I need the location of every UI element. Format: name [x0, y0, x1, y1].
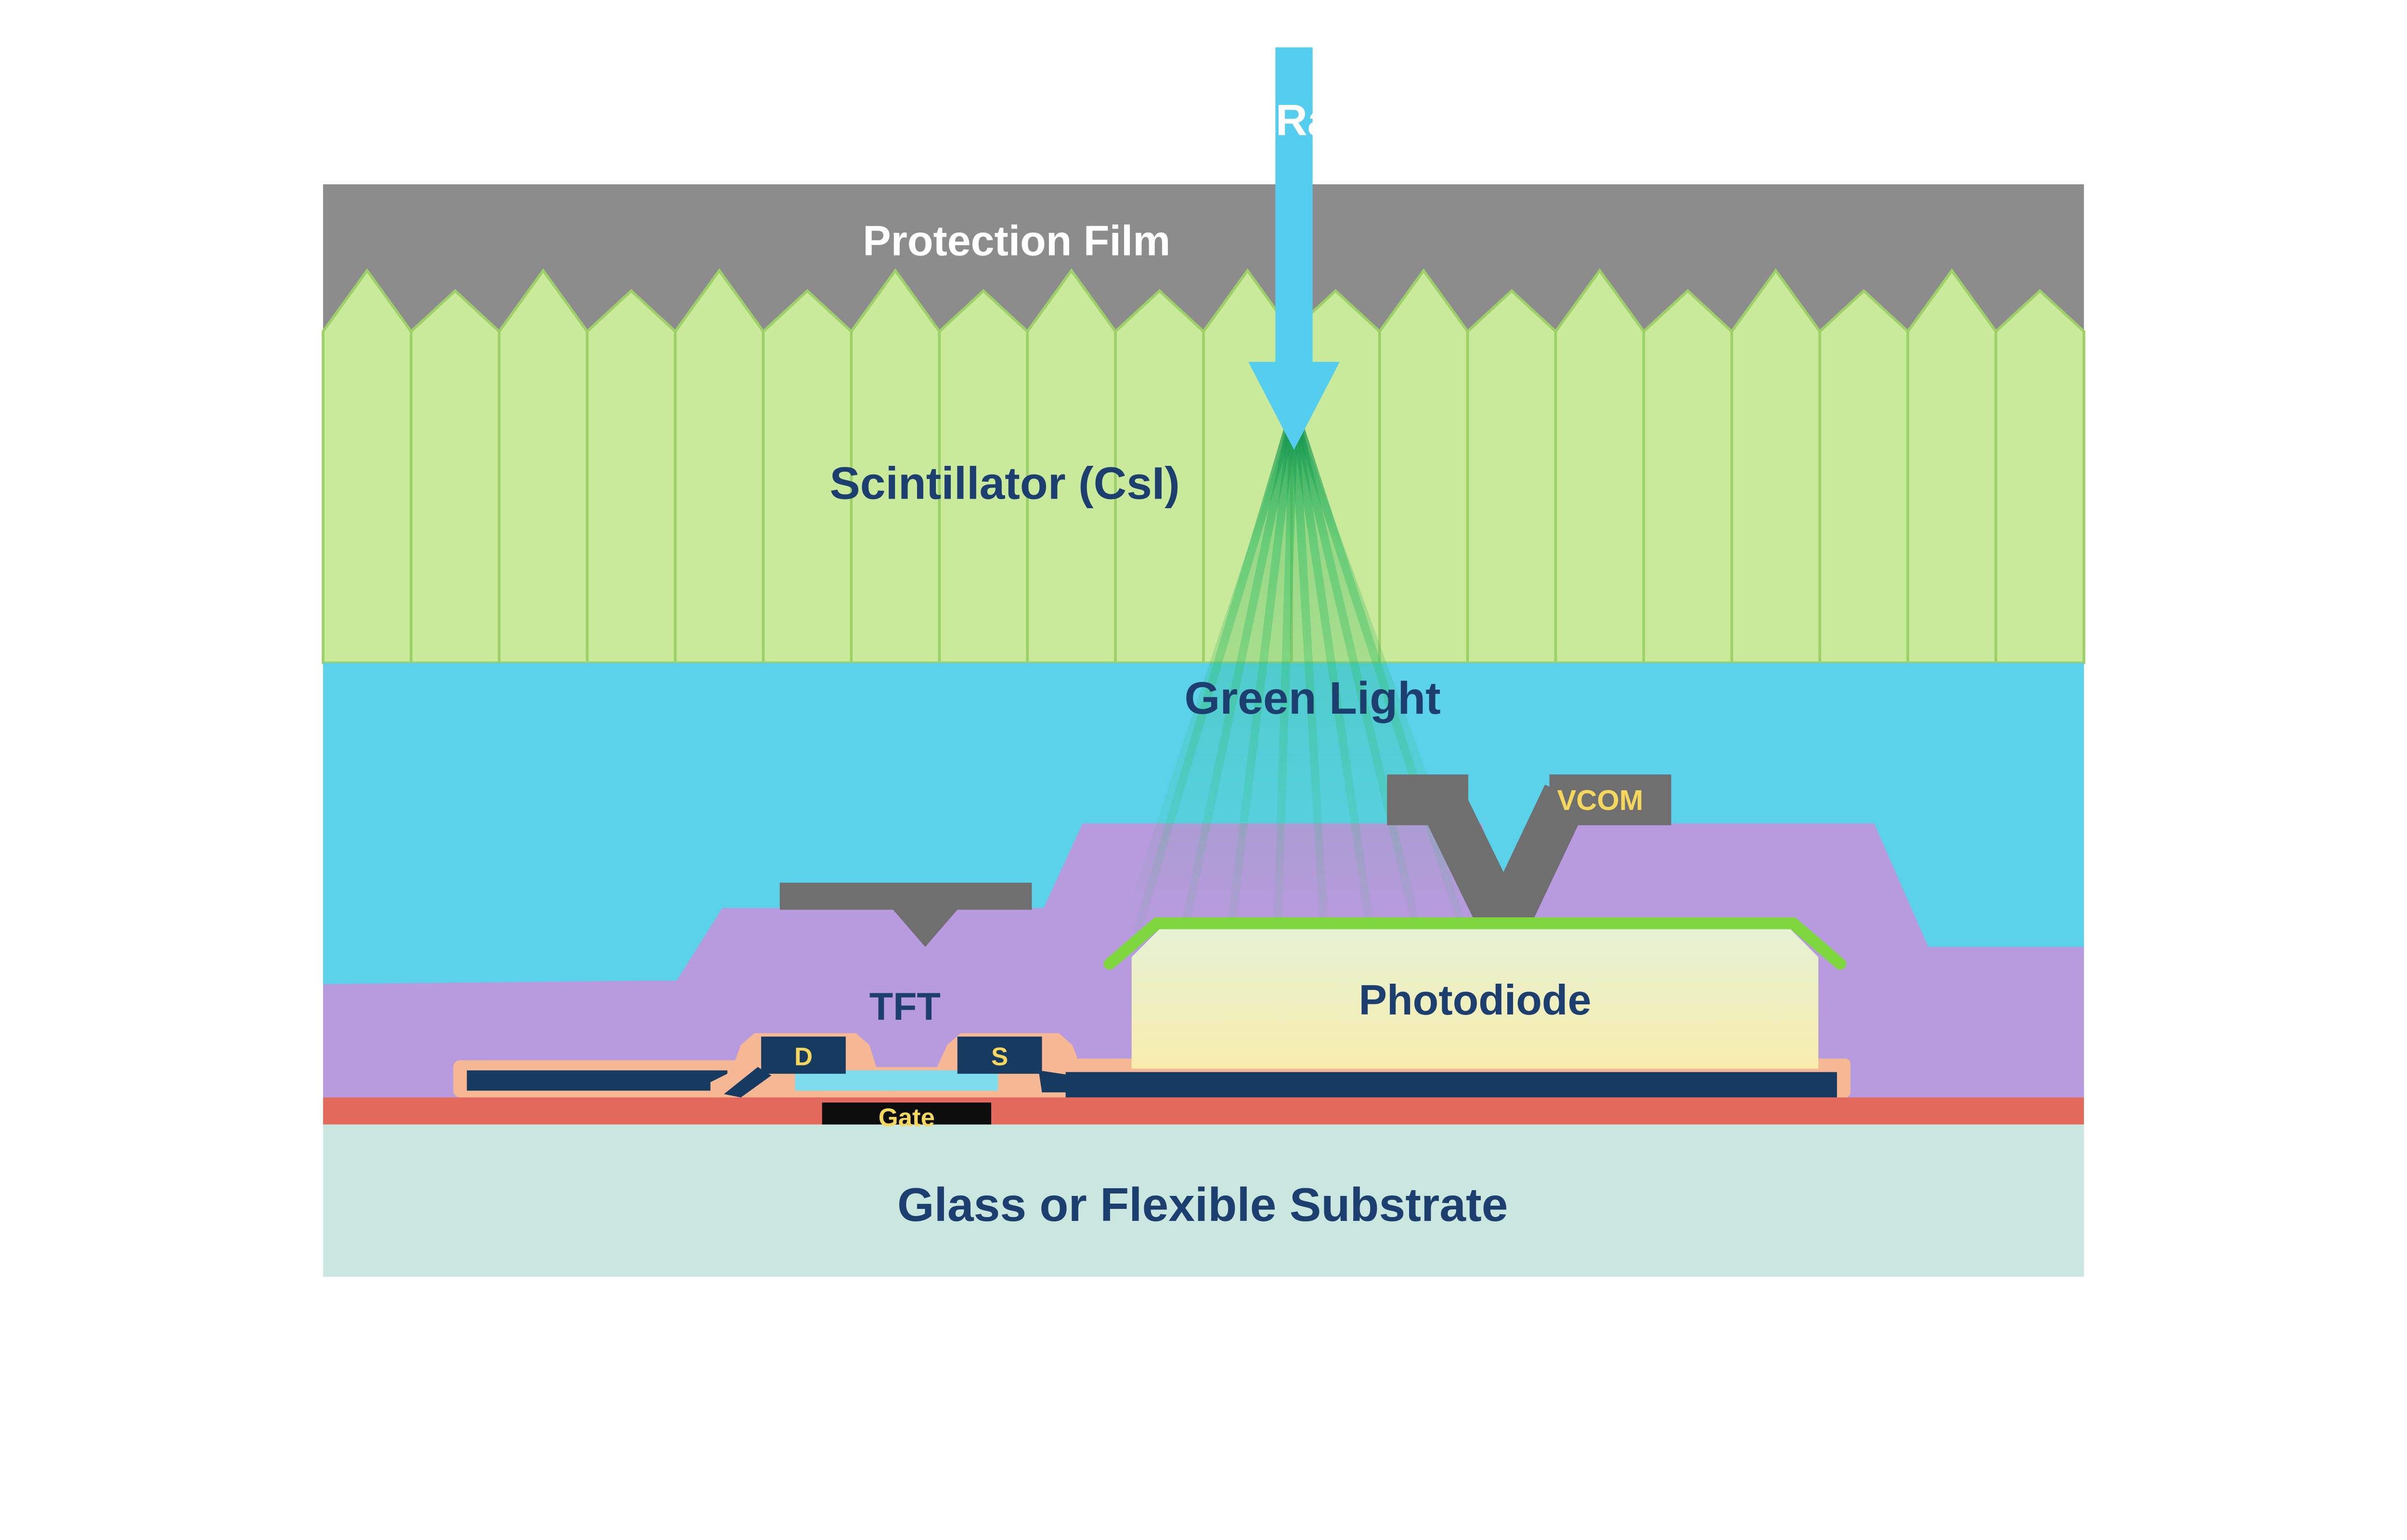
scintillator-label: Scintillator (CsI)	[829, 458, 1179, 509]
source-connector	[1038, 1070, 1073, 1092]
xray-arrow-shaft	[1275, 47, 1313, 369]
scintillator-column	[1466, 289, 1557, 665]
left-metal-line	[466, 1070, 727, 1091]
scintillator-column	[1642, 289, 1734, 665]
scintillator-column	[673, 268, 765, 665]
xray-detector-cross-section-diagram: X-Ray Protection Film Scintillator (CsI)…	[322, 47, 2085, 1277]
substrate-label: Glass or Flexible Substrate	[897, 1178, 1508, 1231]
green-light-ray	[1290, 409, 1329, 934]
tft-label: TFT	[869, 985, 941, 1028]
green-light-ray	[1290, 408, 1469, 935]
green-light-label: Green Light	[1184, 673, 1440, 724]
drain-label: D	[794, 1043, 813, 1071]
green-light-ray	[1273, 409, 1298, 934]
protection-film-layer	[323, 184, 2084, 332]
drain-connector	[724, 1067, 772, 1098]
source-electrode	[957, 1036, 1042, 1074]
scintillator-column	[585, 289, 677, 665]
protection-film-label: Protection Film	[863, 217, 1170, 265]
vcom-contact-right-cap	[1549, 774, 1671, 825]
scintillator-column	[1994, 289, 2085, 665]
diagram-stage: X-Ray Protection Film Scintillator (CsI)…	[322, 47, 2085, 1277]
green-light-ray	[1290, 409, 1375, 934]
scintillator-column	[498, 268, 589, 665]
scintillator-column	[322, 268, 413, 665]
green-light-rays	[1132, 408, 1469, 935]
green-light-ray	[1226, 409, 1298, 934]
barrier-layer	[323, 1097, 2084, 1125]
photodiode-bottom-electrode	[1065, 1072, 1837, 1098]
gate-label: Gate	[879, 1104, 935, 1132]
green-light-ray	[1290, 408, 1423, 935]
photodiode-green-edge	[1103, 917, 1847, 970]
drain-electrode	[761, 1036, 846, 1074]
photodiode-body	[1131, 926, 1819, 1069]
scintillator-column	[410, 289, 501, 665]
scintillator-column	[1730, 268, 1822, 665]
xray-arrow-head	[1248, 361, 1340, 450]
substrate-layer	[323, 1124, 2084, 1277]
scintillator-column	[1818, 289, 1909, 665]
scintillator-column	[1378, 268, 1469, 665]
green-light-ray	[1132, 408, 1298, 935]
source-label: S	[991, 1043, 1008, 1071]
scintillator-column	[1554, 268, 1645, 665]
scintillator-column	[1906, 268, 1997, 665]
metal-light-shield	[779, 883, 1032, 947]
green-light-ray	[1179, 408, 1298, 935]
photodiode-label: Photodiode	[1359, 976, 1591, 1024]
scintillator-columns	[322, 268, 2085, 665]
xray-label: X-Ray	[1232, 96, 1357, 145]
vcom-label: VCOM	[1557, 784, 1643, 816]
